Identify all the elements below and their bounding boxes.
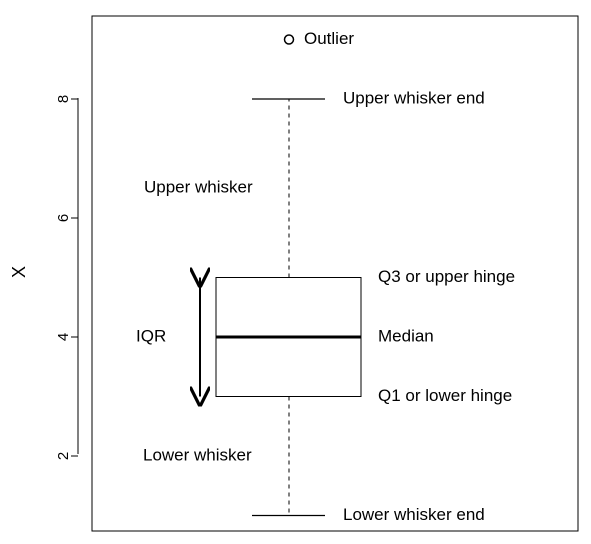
annotation-q1: Q1 or lower hinge (378, 386, 512, 405)
y-axis-title: X (9, 266, 29, 278)
plot-frame (91, 15, 579, 532)
annotation-lower-whisker: Lower whisker (143, 445, 252, 464)
y-tick-label: 6 (55, 214, 72, 222)
annotation-q3: Q3 or upper hinge (378, 267, 515, 286)
annotation-median: Median (378, 326, 434, 345)
annotation-upper-whisker: Upper whisker (144, 178, 253, 197)
y-tick-label: 8 (55, 95, 72, 103)
annotation-upper-whisker-end: Upper whisker end (343, 88, 485, 107)
annotation-outlier: Outlier (304, 29, 354, 48)
annotation-iqr: IQR (136, 326, 166, 345)
annotation-lower-whisker-end: Lower whisker end (343, 505, 485, 524)
y-tick-label: 2 (55, 452, 72, 460)
y-axis-ticks: 2 4 6 8 (55, 95, 78, 460)
y-tick-label: 4 (55, 333, 72, 341)
outlier-point (283, 34, 295, 45)
